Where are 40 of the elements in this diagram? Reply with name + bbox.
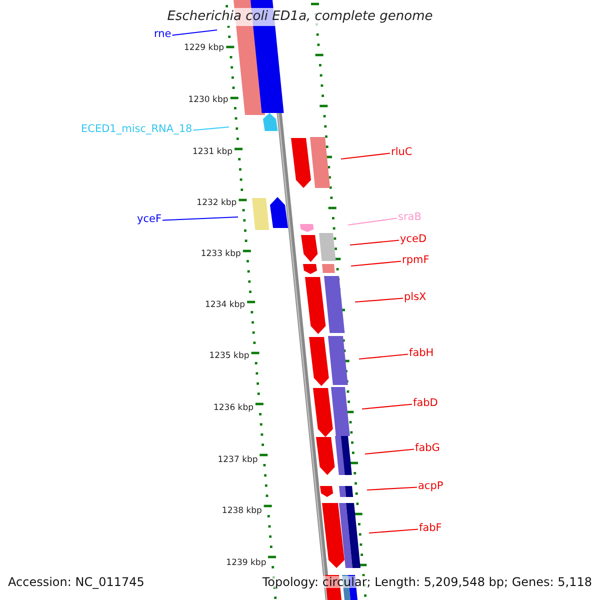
leader-line xyxy=(193,126,230,131)
scale-tick-label: 1234 kbp xyxy=(205,301,246,310)
leader-line xyxy=(350,240,400,246)
gene-label: fabD xyxy=(413,398,438,408)
title: Escherichia coli ED1a, complete genome xyxy=(166,10,434,23)
gene-label: rpmF xyxy=(402,255,430,266)
gene-label: fabG xyxy=(415,443,440,454)
scale-tick-label: 1236 kbp xyxy=(213,404,254,412)
leader-line xyxy=(362,404,412,410)
gene-label: fabH xyxy=(409,348,434,358)
gene-label: sraB xyxy=(398,212,422,222)
gene-label: rluC xyxy=(391,147,412,158)
leader-line xyxy=(348,218,398,226)
gene-label: yceD xyxy=(400,234,427,244)
scale-tick-label: 1229 kbp xyxy=(184,44,224,52)
scale-tick-label: 1235 kbp xyxy=(209,352,250,360)
scale-tick-label: 1231 kbp xyxy=(192,148,233,156)
leader-line xyxy=(162,216,238,221)
leader-line xyxy=(172,29,218,36)
scale-tick-label: 1233 kbp xyxy=(200,250,241,258)
leader-line xyxy=(350,260,402,267)
leader-line xyxy=(354,298,404,303)
scale-tick-label: 1237 kbp xyxy=(218,456,258,464)
leader-line xyxy=(368,528,418,534)
gene-label: fabF xyxy=(419,523,442,534)
scale-tick-label: 1238 kbp xyxy=(222,507,262,516)
gene-label: acpP xyxy=(418,481,444,492)
leader-line xyxy=(358,354,408,360)
genome-summary-text: Topology: circular; Length: 5,209,548 bp; Genes: 5,118 xyxy=(262,576,592,588)
leader-line xyxy=(364,448,414,455)
gene-label: plsX xyxy=(404,292,426,302)
scale-tick-label: 1232 kbp xyxy=(196,199,237,208)
gene-label: ECED1_misc_RNA_18 xyxy=(81,124,192,134)
leader-line xyxy=(340,152,390,160)
scale-tick-label: 1230 kbp xyxy=(188,96,228,104)
gene-label: rne xyxy=(154,29,172,40)
leader-line xyxy=(366,486,418,491)
accession-text: Accession: NC_011745 xyxy=(8,576,144,588)
scale-tick-label: 1239 kbp xyxy=(226,559,266,568)
gene-label: yceF xyxy=(137,214,162,224)
